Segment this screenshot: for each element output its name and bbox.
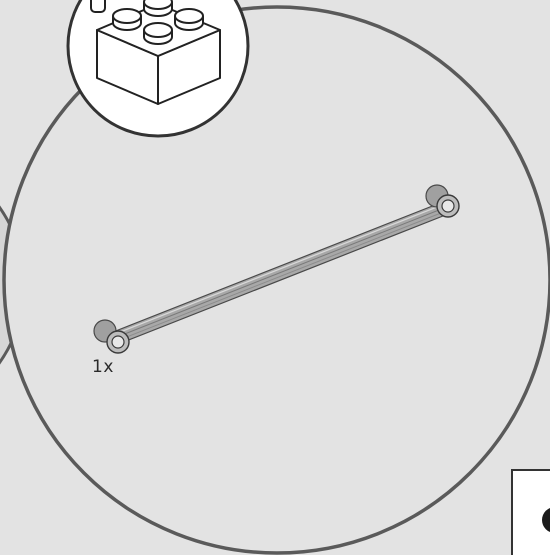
- brick-stud: [144, 0, 172, 16]
- brick-stud: [144, 23, 172, 44]
- brick-stud: [175, 9, 203, 30]
- brick-stud-partial: [91, 0, 105, 12]
- brick-stud: [113, 9, 141, 30]
- thumbnail-frame[interactable]: [512, 470, 550, 555]
- part-quantity-label: 1x: [92, 357, 114, 377]
